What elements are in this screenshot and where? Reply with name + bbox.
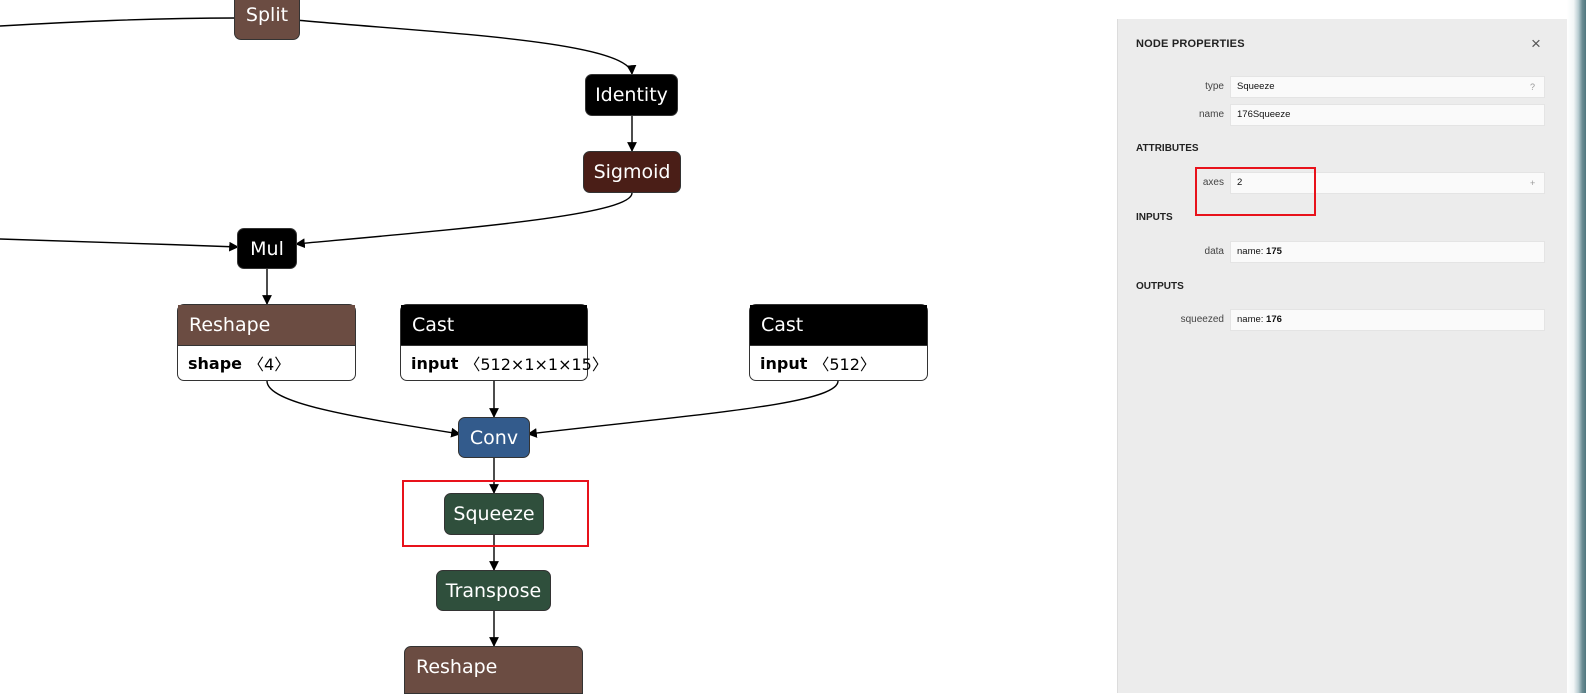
node-squeeze-label: Squeeze [453,503,535,525]
expand-icon[interactable]: + [1530,178,1536,188]
input-label-data: data [1204,246,1224,257]
input-value-data[interactable]: name: 175 [1230,241,1545,263]
node-reshape-attr-value: 〈4〉 [248,355,291,374]
node-cast-weights[interactable]: Cast input 〈512×1×1×15〉 [400,304,608,381]
graph-edges [0,17,839,647]
node-identity[interactable]: Identity [585,74,678,116]
node-reshape-attr-name: shape [188,353,243,373]
property-row-name: name 176Squeeze [1118,104,1568,126]
output-label-squeezed: squeezed [1180,314,1224,325]
node-sigmoid-label: Sigmoid [593,161,671,183]
attribute-label-axes: axes [1202,177,1224,188]
input-row-data: data name: 175 [1118,241,1568,263]
property-label-type: type [1205,81,1224,92]
node-reshape-header: Reshape [178,305,355,346]
edge-split-identity [295,19,637,75]
graph-canvas[interactable]: Split Identity Sigmoid Mul Reshape shape… [0,0,1120,694]
node-sigmoid[interactable]: Sigmoid [583,151,681,193]
attribute-row-axes: axes 2 + [1118,172,1568,194]
output-name-value: 176 [1266,314,1282,325]
node-cast-weights-attr: input 〈512×1×1×15〉 [401,346,608,380]
edge-sigmoid-mul [295,192,633,249]
axes-highlight-box [1195,167,1316,216]
inputs-header: INPUTS [1136,212,1173,223]
help-icon[interactable]: ? [1530,82,1536,92]
desktop-background-edge [1567,0,1586,693]
node-cast-weights-attr-value: 〈512×1×1×15〉 [464,355,608,374]
output-row-squeezed: squeezed name: 176 [1118,309,1568,331]
node-reshape-shape[interactable]: Reshape shape 〈4〉 [177,304,356,381]
node-cast-bias-attr-value: 〈512〉 [813,355,876,374]
input-name-prefix: name: [1237,246,1267,257]
node-conv-label: Conv [469,426,519,449]
node-cast-weights-header: Cast [401,305,587,346]
node-split-label: Split [245,3,289,26]
edge-in-split [0,17,237,27]
node-squeeze[interactable]: Squeeze [444,493,544,535]
node-properties-panel: NODE PROPERTIES × type Squeeze ? name 17… [1117,19,1568,693]
node-identity-label: Identity [595,84,668,106]
node-reshape-attr: shape 〈4〉 [178,346,355,380]
node-cast-bias-attr: input 〈512〉 [750,346,927,380]
node-reshape-bottom-label: Reshape [416,656,498,678]
property-row-type: type Squeeze ? [1118,76,1568,98]
node-cast-bias-attr-name: input [760,353,808,373]
output-name-prefix: name: [1237,314,1267,325]
node-conv[interactable]: Conv [458,417,530,458]
squeeze-highlight-box [402,480,589,547]
outputs-header: OUTPUTS [1136,281,1184,292]
node-cast-bias-header: Cast [750,305,927,346]
node-mul-label: Mul [250,237,284,260]
attribute-value-axes[interactable]: 2 [1230,172,1545,194]
property-value-type[interactable]: Squeeze [1230,76,1545,98]
panel-title: NODE PROPERTIES [1136,38,1245,50]
node-cast-bias[interactable]: Cast input 〈512〉 [749,304,928,381]
node-mul[interactable]: Mul [237,228,297,269]
property-value-name[interactable]: 176Squeeze [1230,104,1545,126]
node-split[interactable]: Split [234,0,300,40]
output-value-squeezed[interactable]: name: 176 [1230,309,1545,331]
node-transpose-label: Transpose [445,579,542,602]
input-name-value: 175 [1266,246,1282,257]
node-reshape-bottom[interactable]: Reshape [404,646,583,694]
property-label-name: name [1198,109,1224,120]
node-transpose[interactable]: Transpose [436,570,551,611]
edge-reshape-conv [266,380,461,438]
node-cast-weights-attr-name: input [411,353,459,373]
close-icon[interactable]: × [1531,34,1541,53]
edge-cast2-conv [527,380,839,438]
attributes-header: ATTRIBUTES [1136,143,1199,154]
edge-in-mul [0,238,239,252]
